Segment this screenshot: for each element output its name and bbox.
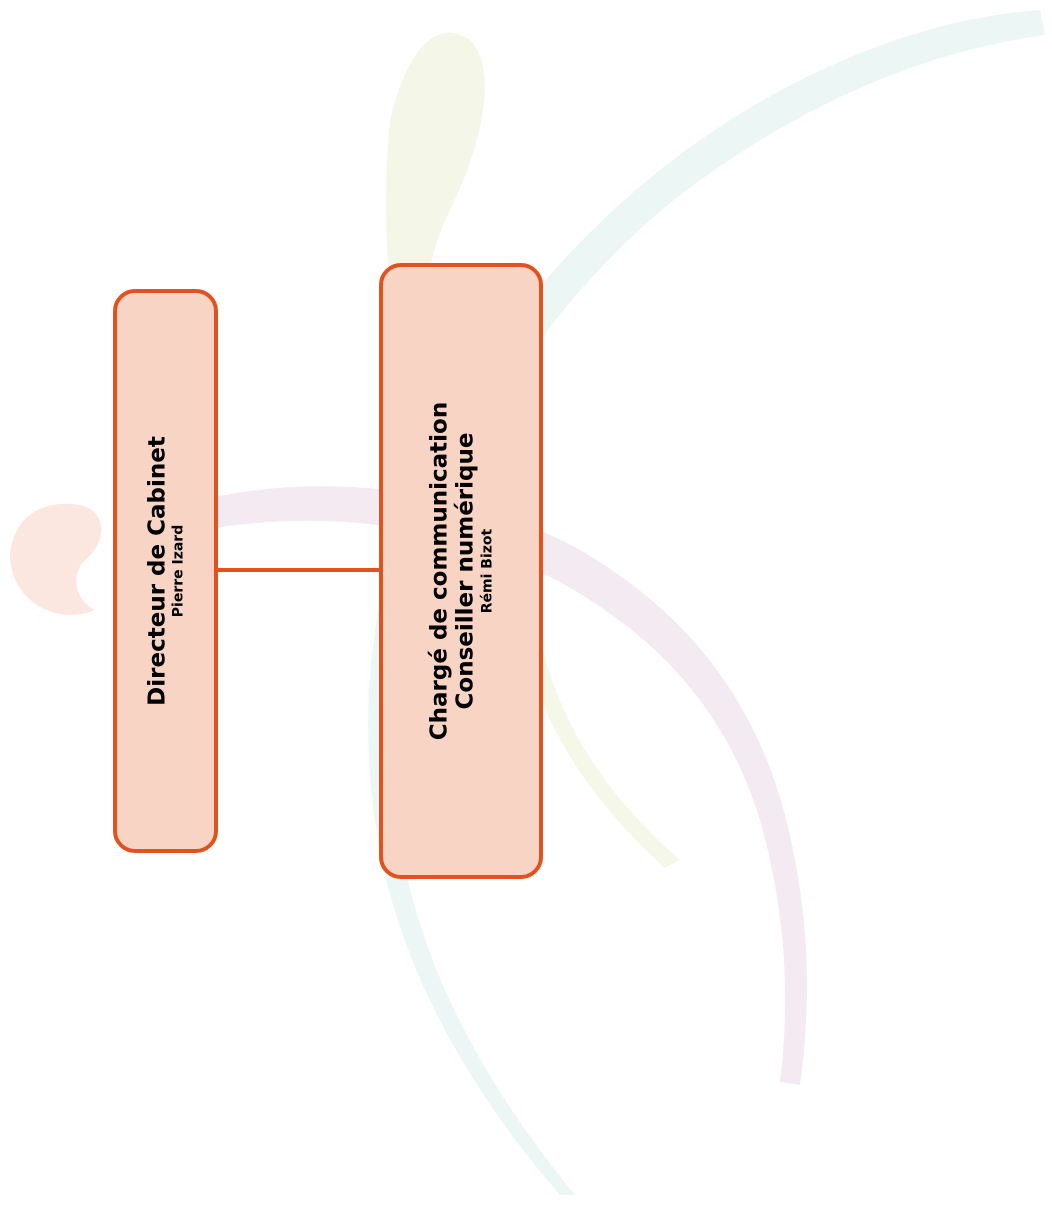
- node-director-title: Directeur de Cabinet: [144, 436, 171, 706]
- node-communication-title-line2: Conseiller numérique: [452, 432, 479, 710]
- node-director: Directeur de Cabinet Pierre Izard: [113, 289, 218, 853]
- connector-line: [218, 568, 379, 572]
- node-communication-name: Rémi Bizot: [479, 528, 496, 614]
- node-director-name: Pierre Izard: [170, 524, 187, 618]
- node-communication-text: Chargé de communication Conseiller numér…: [427, 402, 496, 740]
- watermark-lime-stroke: [525, 640, 680, 868]
- watermark-peach-blob: [10, 503, 102, 615]
- node-communication: Chargé de communication Conseiller numér…: [379, 263, 543, 879]
- node-director-text: Directeur de Cabinet Pierre Izard: [144, 436, 187, 706]
- node-communication-title-line1: Chargé de communication: [426, 401, 453, 741]
- watermark-purple-stroke: [200, 486, 807, 1086]
